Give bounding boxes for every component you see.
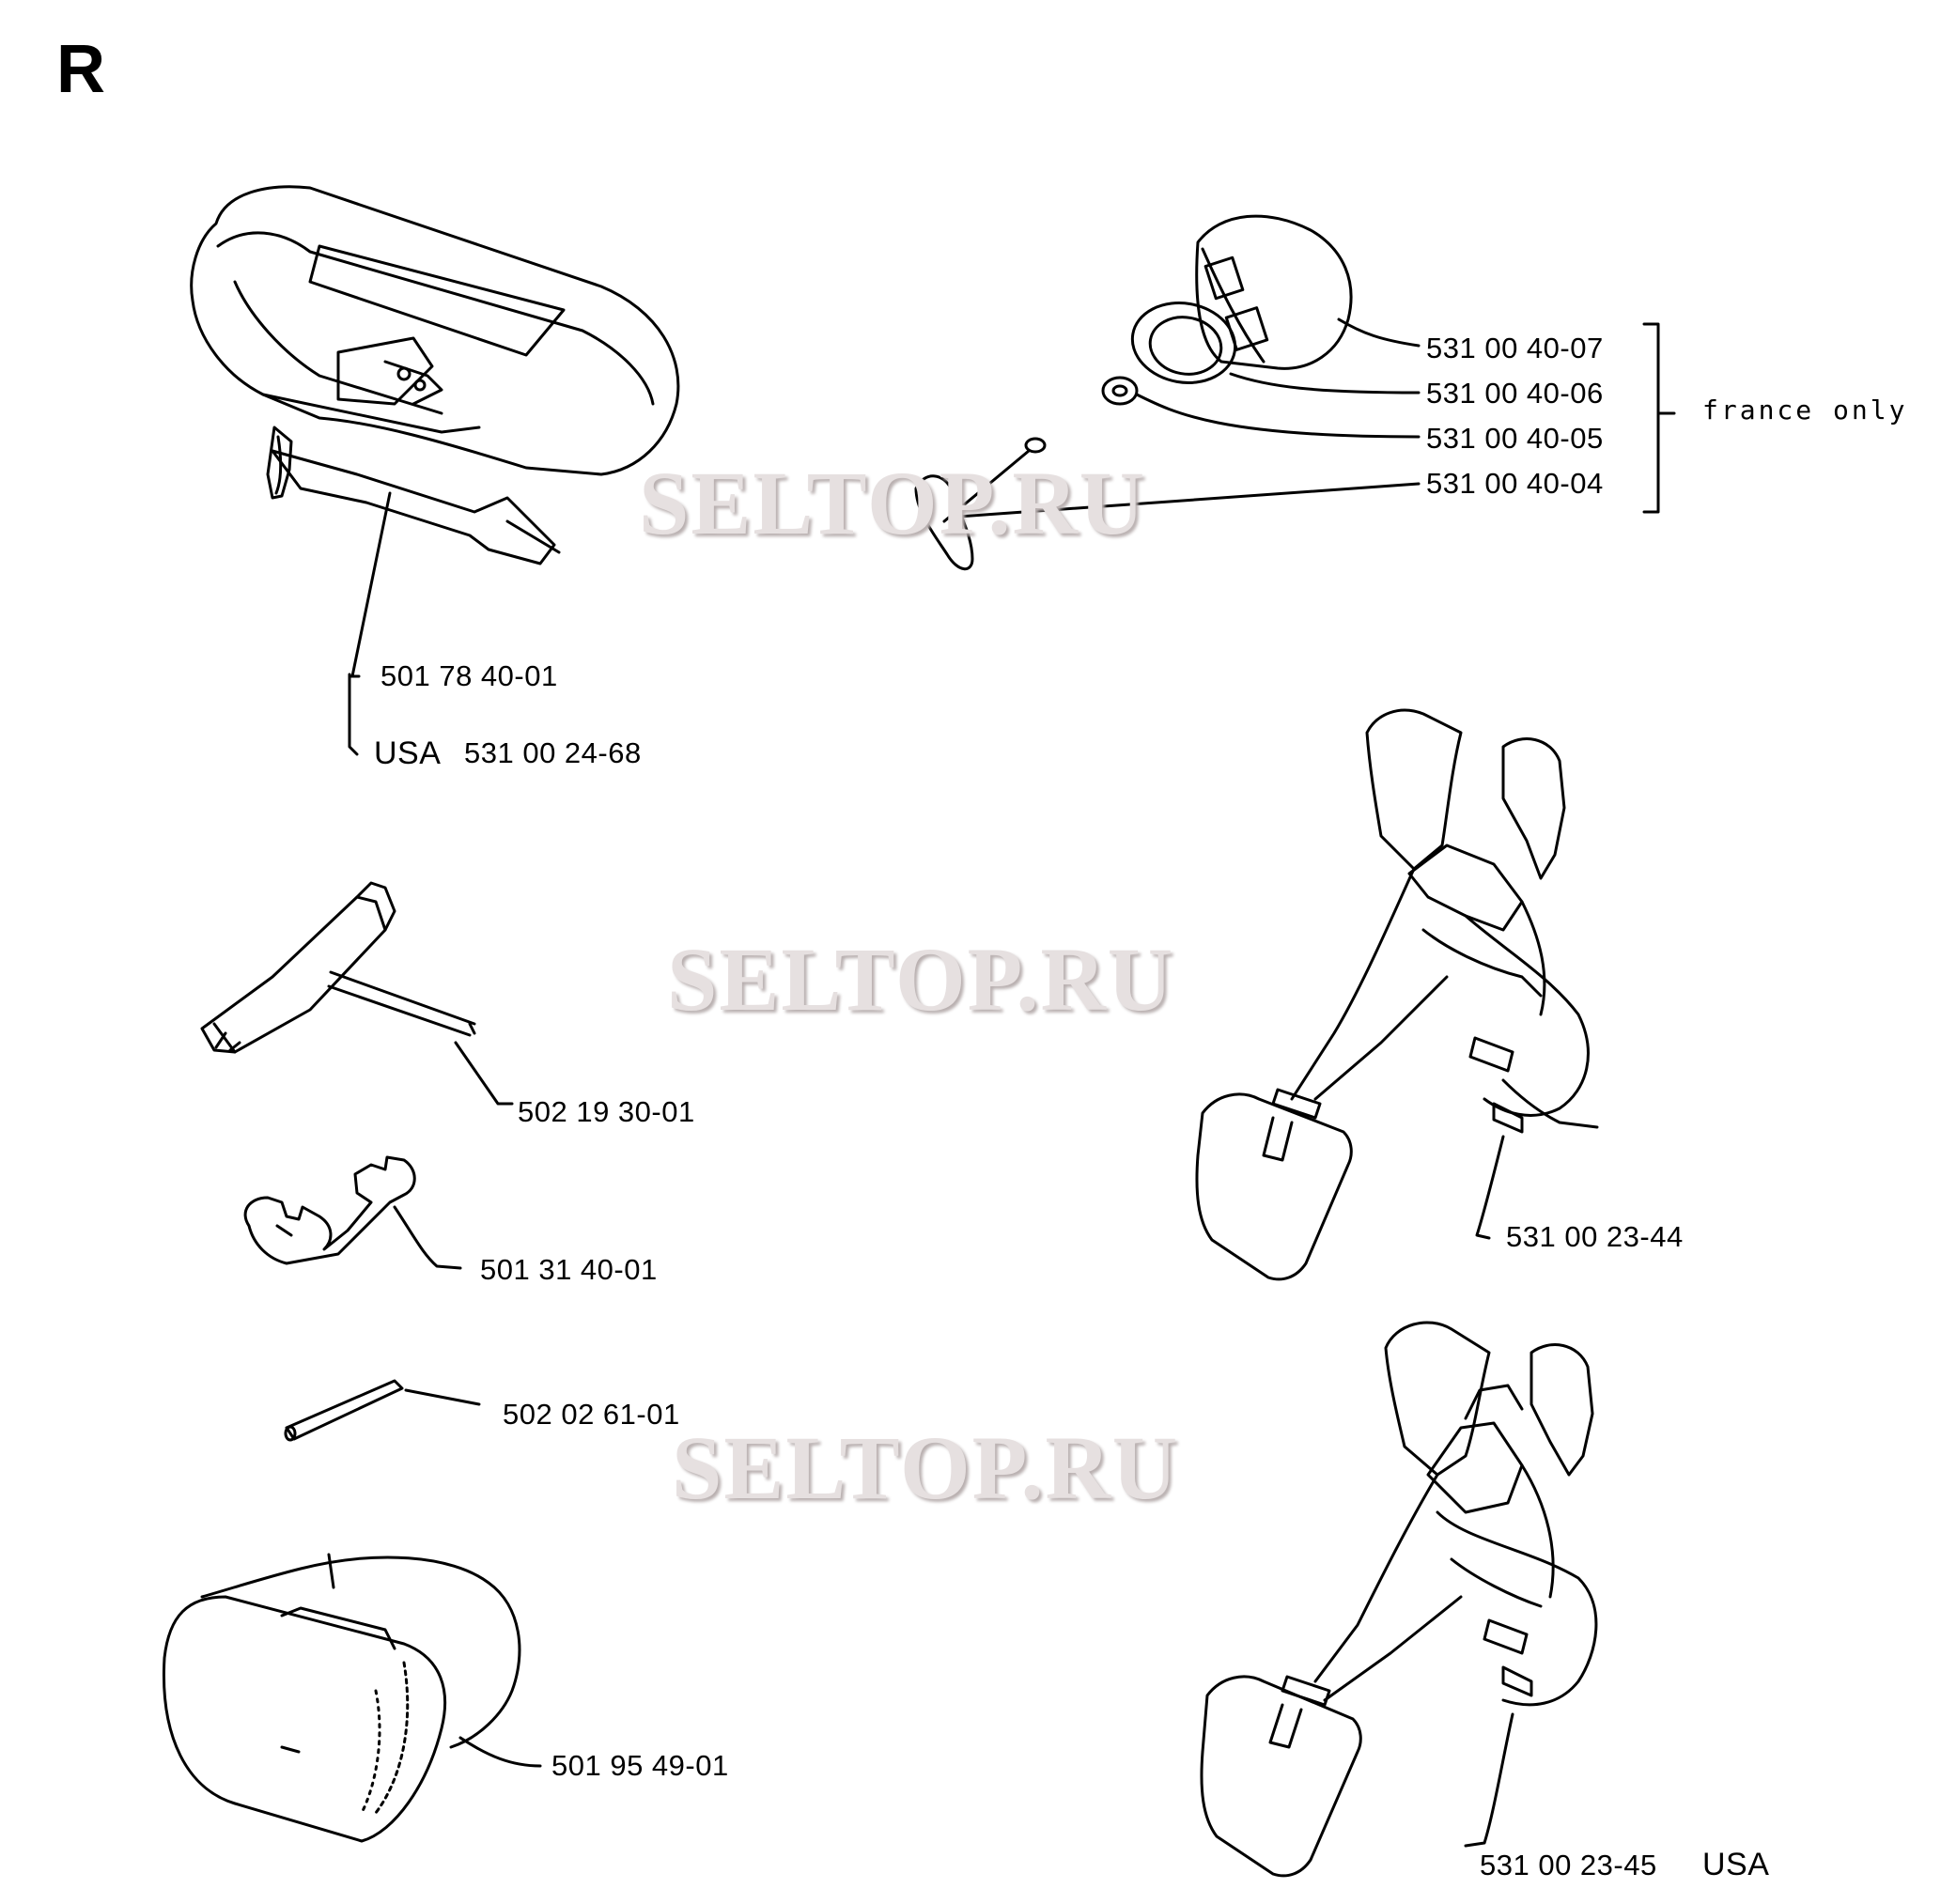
usa-suffix: USA bbox=[1702, 1847, 1770, 1882]
carry-bag-icon bbox=[190, 185, 680, 565]
part-number-531-00-40-05: 531 00 40-05 bbox=[1426, 422, 1604, 455]
part-number-501-31-40-01: 501 31 40-01 bbox=[480, 1253, 658, 1286]
leader-502-19 bbox=[454, 1041, 514, 1106]
leader-501-95 bbox=[458, 1736, 542, 1768]
part-number-501-95-49-01: 501 95 49-01 bbox=[551, 1749, 729, 1782]
watermark: SELTOP.RU bbox=[672, 1417, 1180, 1518]
combination-spanner-icon bbox=[200, 881, 476, 1054]
section-letter: R bbox=[56, 32, 105, 107]
cotter-pin-icon bbox=[914, 437, 1047, 571]
usa-prefix: USA bbox=[374, 735, 442, 771]
open-wrench-icon bbox=[243, 1155, 416, 1265]
part-number-531-00-40-06: 531 00 40-06 bbox=[1426, 377, 1604, 410]
gasket-icon bbox=[1130, 302, 1237, 384]
part-number-531-00-40-07: 531 00 40-07 bbox=[1426, 332, 1604, 364]
leader-40-07 bbox=[1337, 317, 1421, 348]
part-number-501-78-40-01: 501 78 40-01 bbox=[380, 659, 558, 692]
harness-icon bbox=[1195, 708, 1599, 1281]
leader-23-44 bbox=[1475, 1135, 1505, 1240]
leader-40-04 bbox=[956, 482, 1421, 519]
note-france-only: france only bbox=[1702, 395, 1908, 426]
ear-protector-icon bbox=[162, 1553, 521, 1843]
part-number-531-00-40-04: 531 00 40-04 bbox=[1426, 467, 1604, 500]
leader-bag bbox=[348, 491, 392, 756]
part-number-502-19-30-01: 502 19 30-01 bbox=[518, 1095, 695, 1128]
bracket-france bbox=[1642, 322, 1676, 514]
part-number-531-00-23-44: 531 00 23-44 bbox=[1506, 1220, 1684, 1253]
leader-40-05 bbox=[1135, 393, 1421, 439]
leader-40-06 bbox=[1229, 372, 1421, 395]
leader-502-02 bbox=[404, 1388, 481, 1406]
washer-icon bbox=[1101, 376, 1139, 406]
part-number-531-00-24-68: 531 00 24-68 bbox=[464, 736, 642, 769]
pin-icon bbox=[284, 1379, 404, 1442]
watermark: SELTOP.RU bbox=[667, 929, 1175, 1029]
part-number-502-02-61-01: 502 02 61-01 bbox=[503, 1398, 680, 1431]
leader-501-31 bbox=[393, 1205, 462, 1270]
leader-23-45 bbox=[1464, 1712, 1514, 1848]
part-number-531-00-23-45: 531 00 23-45 bbox=[1480, 1849, 1657, 1881]
watermark: SELTOP.RU bbox=[639, 453, 1147, 553]
harness-icon-usa bbox=[1200, 1321, 1598, 1878]
